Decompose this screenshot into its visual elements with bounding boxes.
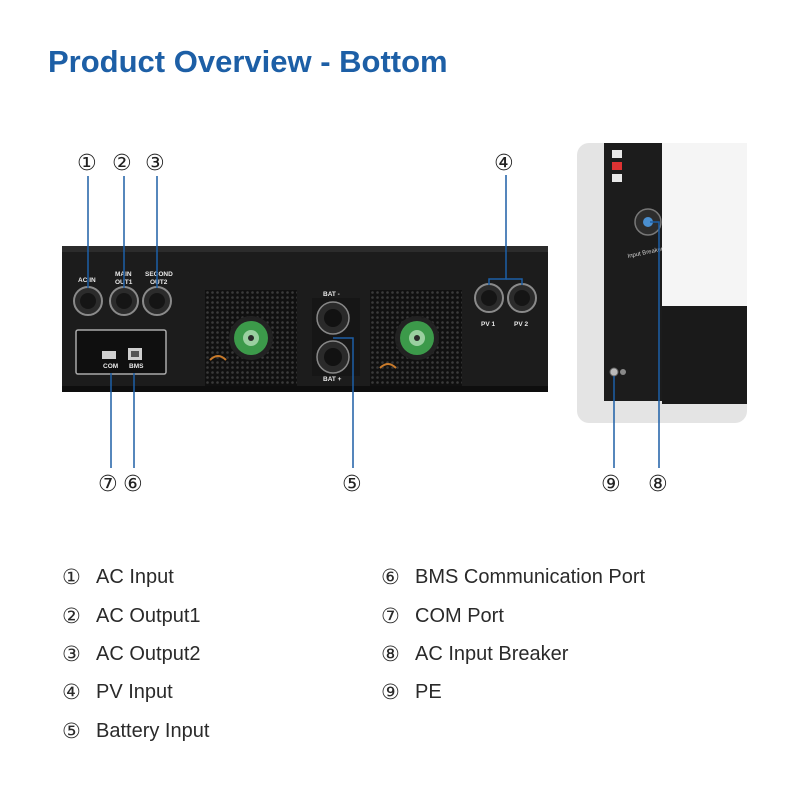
legend-label: AC Output2 — [96, 642, 201, 665]
second-out-label-line2: OUT2 — [150, 279, 168, 286]
callout-4: ④ — [494, 151, 514, 176]
legend-num: ③ — [62, 642, 81, 666]
pv2-terminal — [507, 283, 537, 313]
legend-label: Battery Input — [96, 719, 210, 742]
inverter-bottom-panel: AC IN MAIN OUT1 SECOND OUT2 COM BMS BAT … — [62, 246, 548, 392]
legend-item-7: ⑦ COM Port — [381, 604, 504, 628]
second-out-label-line1: SECOND — [145, 271, 173, 278]
legend-item-5: ⑤ Battery Input — [62, 719, 209, 743]
legend-label: AC Input — [96, 565, 174, 588]
bat-minus-label: BAT - — [323, 291, 340, 298]
legend-num: ① — [62, 565, 81, 589]
inverter-side-view: Input Breaker — [577, 143, 747, 423]
legend-num: ⑨ — [381, 680, 400, 704]
ac-in-label: AC IN — [78, 277, 96, 284]
page-title: Product Overview - Bottom — [48, 44, 448, 79]
legend-item-6: ⑥ BMS Communication Port — [381, 565, 645, 589]
legend-label: COM Port — [415, 604, 504, 627]
com-label: COM — [103, 363, 118, 370]
cooling-fan-left — [229, 316, 273, 360]
legend-num: ⑧ — [381, 642, 400, 666]
pv2-label: PV 2 — [514, 321, 528, 328]
legend-item-2: ② AC Output1 — [62, 604, 201, 628]
legend-num: ⑤ — [62, 719, 81, 743]
legend-item-9: ⑨ PE — [381, 680, 442, 704]
legend-item-1: ① AC Input — [62, 565, 174, 589]
legend-label: BMS Communication Port — [415, 565, 646, 588]
callout-5: ⑤ — [342, 472, 362, 497]
callout-9: ⑨ — [601, 472, 621, 497]
ac-input-terminal — [73, 286, 103, 316]
pv1-terminal — [474, 283, 504, 313]
callout-6: ⑥ — [123, 472, 143, 497]
legend-item-8: ⑧ AC Input Breaker — [381, 642, 568, 666]
callout-1: ① — [77, 151, 97, 176]
legend-num: ⑥ — [381, 565, 400, 589]
ac-output2-terminal — [142, 286, 172, 316]
legend-item-3: ③ AC Output2 — [62, 642, 201, 666]
com-bms-port-plate: COM BMS — [75, 329, 167, 375]
legend-num: ④ — [62, 680, 81, 704]
legend-label: AC Input Breaker — [415, 642, 569, 665]
callout-3: ③ — [145, 151, 165, 176]
bms-label: BMS — [129, 363, 144, 370]
input-breaker — [634, 208, 662, 236]
ac-output1-terminal — [109, 286, 139, 316]
leader-lines — [87, 175, 660, 468]
callout-2: ② — [112, 151, 132, 176]
cooling-fan-right — [395, 316, 439, 360]
pv1-label: PV 1 — [481, 321, 495, 328]
legend-label: PV Input — [96, 680, 173, 703]
bat-plus-label: BAT + — [323, 376, 342, 383]
callout-8: ⑧ — [648, 472, 668, 497]
legend-item-4: ④ PV Input — [62, 680, 173, 704]
battery-terminals: BAT - BAT + — [312, 291, 360, 383]
legend-label: PE — [415, 680, 442, 703]
legend-label: AC Output1 — [96, 604, 201, 627]
callout-7: ⑦ — [98, 472, 118, 497]
legend-num: ② — [62, 604, 81, 628]
com-usb-port — [102, 351, 116, 359]
legend-num: ⑦ — [381, 604, 400, 628]
